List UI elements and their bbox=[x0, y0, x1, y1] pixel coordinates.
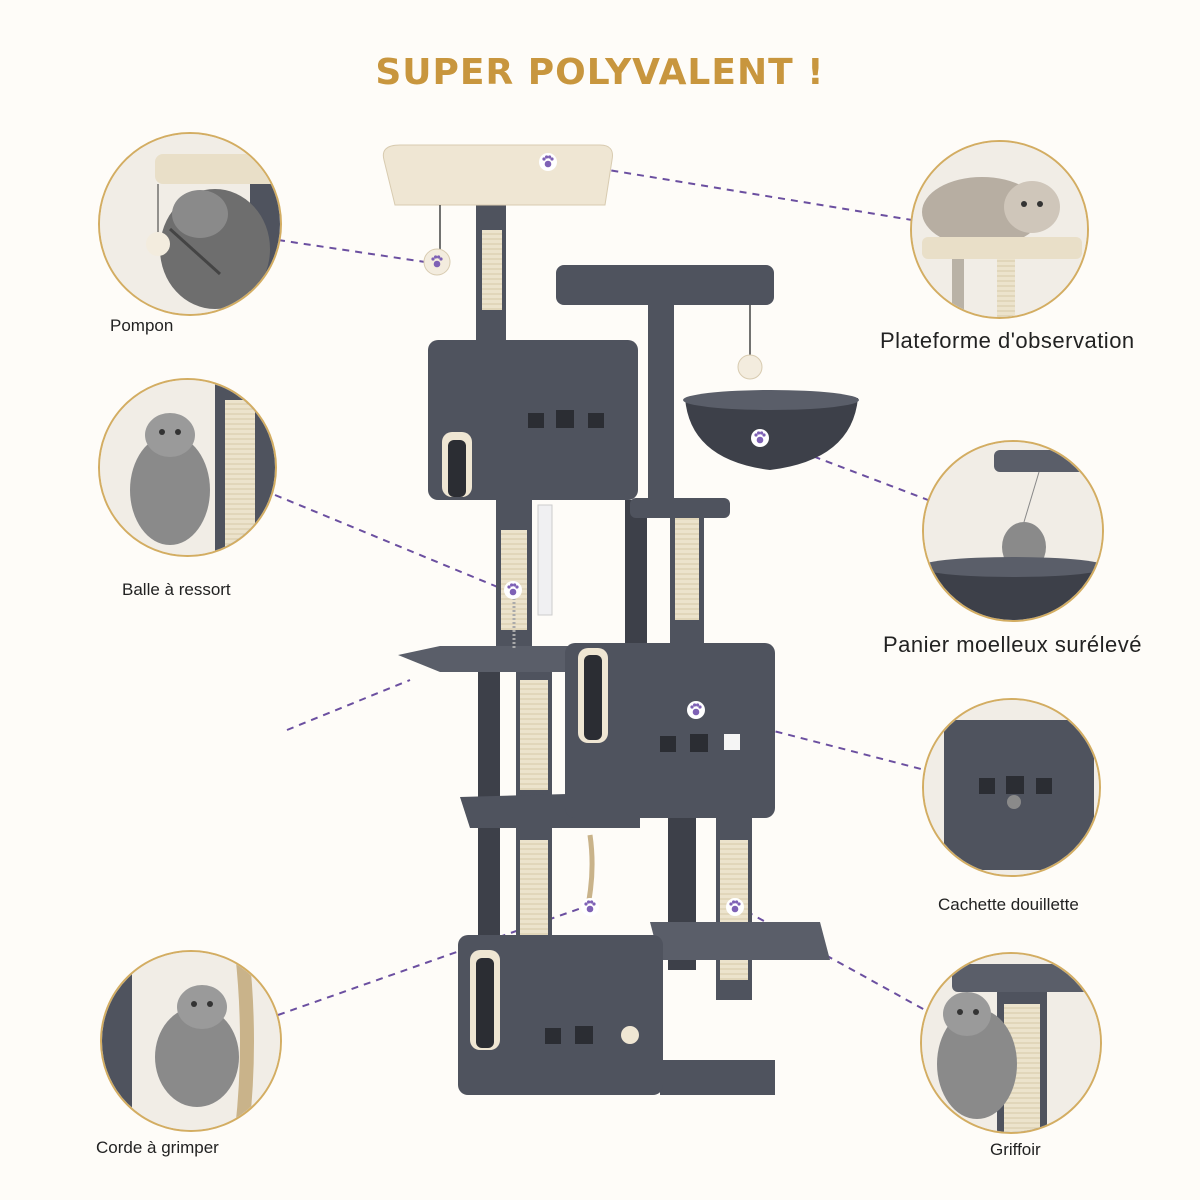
observation-platform-icon bbox=[910, 140, 1089, 319]
spring-ball-icon bbox=[98, 378, 277, 557]
hammock-basket-icon bbox=[922, 440, 1104, 622]
feature-label-griffoir: Griffoir bbox=[990, 1140, 1041, 1159]
feature-label-corde: Corde à grimper bbox=[96, 1138, 219, 1157]
feature-label-pompon: Pompon bbox=[110, 316, 174, 335]
page-title: SUPER POLYVALENT ! bbox=[375, 52, 825, 93]
climbing-rope-icon bbox=[100, 950, 282, 1132]
feature-label-plateforme: Plateforme d'observation bbox=[880, 328, 1135, 353]
pompom-icon bbox=[98, 132, 282, 316]
connector-balle bbox=[274, 494, 501, 589]
tree-toys bbox=[423, 205, 763, 906]
feature-label-balle: Balle à ressort bbox=[122, 580, 231, 599]
paw-print-icon-group bbox=[431, 153, 769, 916]
connector-pompon bbox=[277, 239, 426, 263]
tree-posts bbox=[476, 195, 752, 1020]
connector-extra bbox=[286, 679, 411, 731]
feature-label-panier: Panier moelleux surélevé bbox=[883, 632, 1143, 657]
connector-griffoir bbox=[734, 904, 926, 1011]
scratching-post-icon bbox=[920, 952, 1102, 1134]
feature-label-cachette: Cachette douillette bbox=[938, 895, 1079, 914]
tree-condos bbox=[428, 340, 775, 1095]
condo-hideout-icon bbox=[922, 698, 1101, 877]
tree-platforms bbox=[382, 144, 859, 1095]
